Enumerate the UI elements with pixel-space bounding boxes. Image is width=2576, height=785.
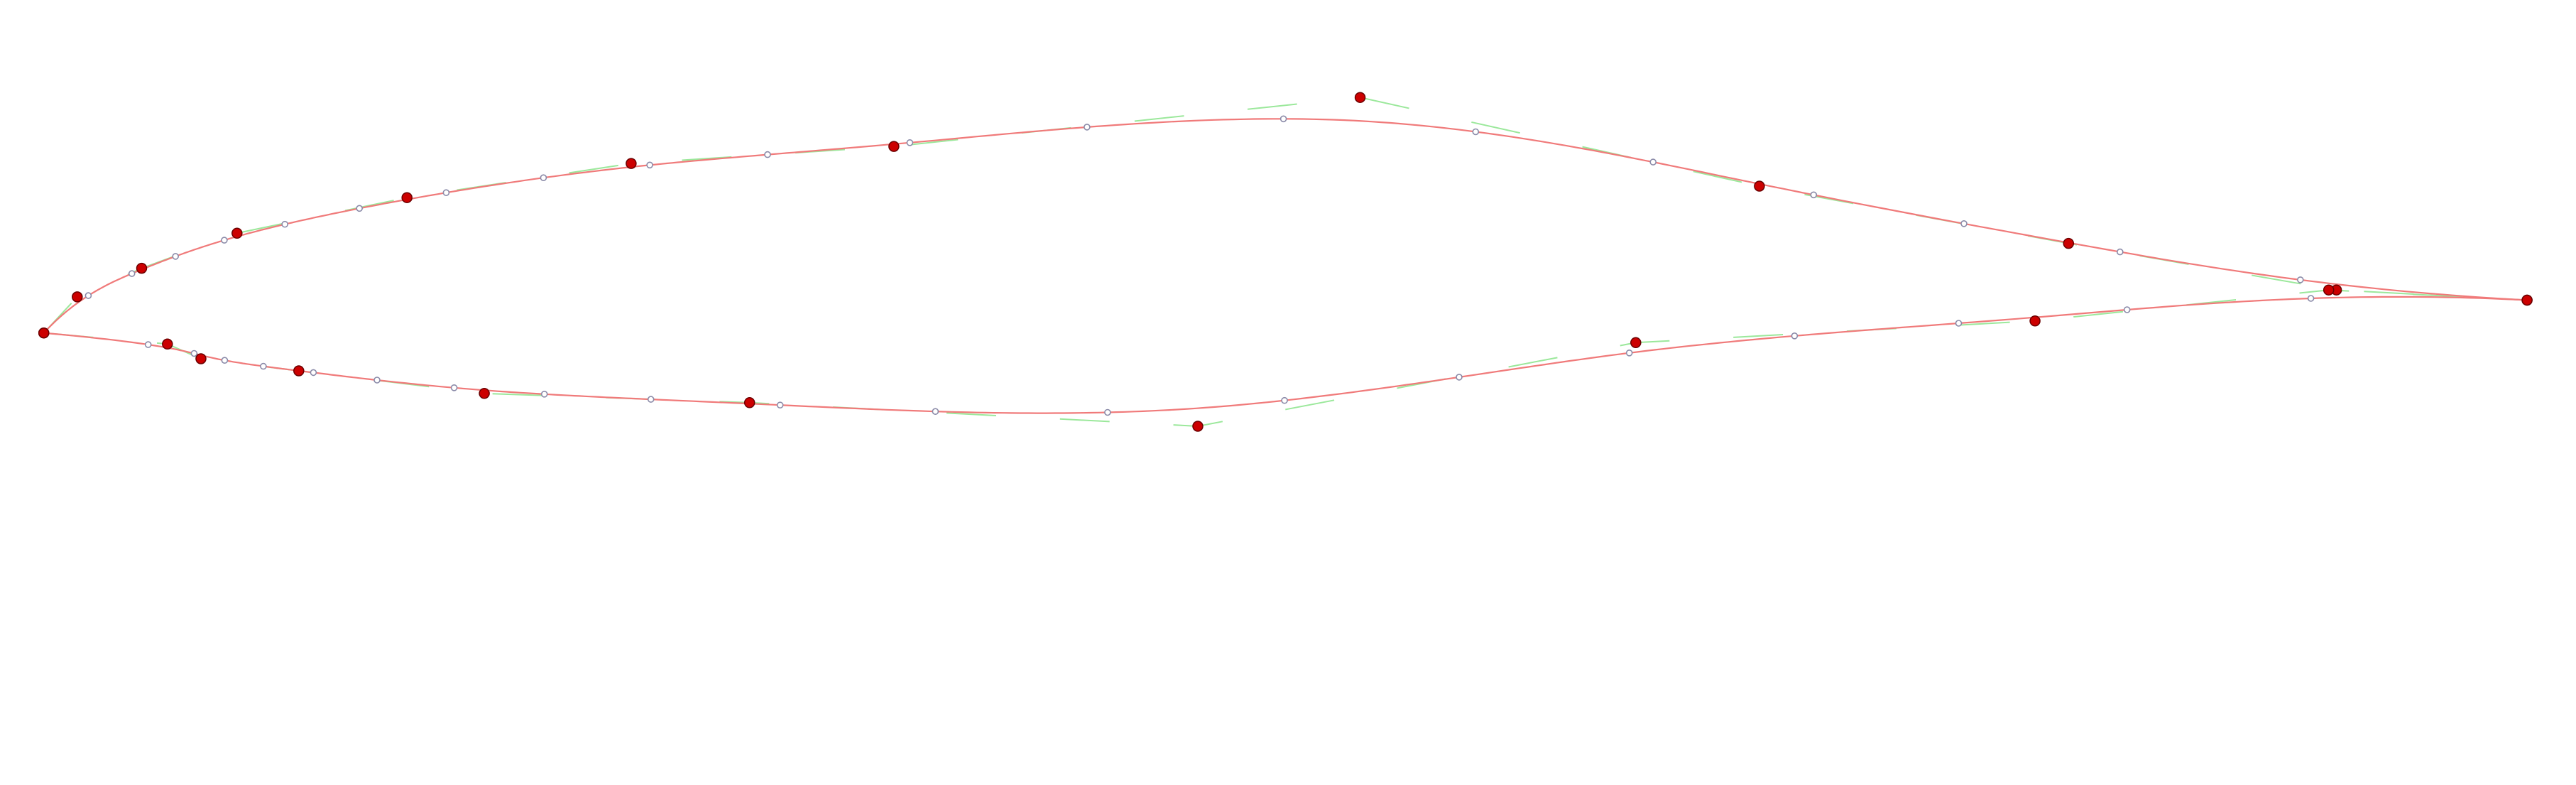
- lower-sample-point: [1104, 408, 1111, 416]
- control-polygon-layer: [43, 97, 2528, 427]
- lower-sample-point: [2123, 306, 2131, 313]
- upper-control-polygon: [43, 97, 2528, 334]
- lower-sample-point: [373, 377, 381, 384]
- lower-sample-point: [450, 384, 458, 391]
- upper-control-point[interactable]: [1754, 180, 1765, 192]
- airfoil-curve-layer: [43, 118, 2528, 414]
- lower-sample-point: [190, 350, 198, 357]
- lower-sample-point: [310, 369, 317, 377]
- upper-sample-point: [84, 292, 92, 299]
- upper-control-point[interactable]: [626, 158, 637, 169]
- upper-sample-point: [1279, 115, 1287, 123]
- lower-surface-curve: [43, 296, 2528, 414]
- lower-sample-point: [647, 396, 655, 403]
- upper-sample-point: [1649, 158, 1657, 166]
- lower-control-point[interactable]: [479, 388, 490, 399]
- lower-sample-point: [1791, 332, 1799, 340]
- upper-sample-point: [128, 270, 136, 277]
- lower-control-point[interactable]: [1630, 337, 1642, 349]
- upper-sample-point: [906, 139, 914, 146]
- lower-control-point[interactable]: [195, 353, 207, 364]
- upper-control-point[interactable]: [72, 291, 83, 303]
- upper-sample-point: [221, 237, 228, 244]
- lower-sample-point: [221, 357, 229, 364]
- lower-sample-point: [1456, 374, 1463, 381]
- lower-sample-point: [1955, 320, 1963, 327]
- upper-sample-point: [646, 161, 653, 169]
- lower-sample-point: [932, 408, 939, 416]
- upper-sample-point: [764, 151, 771, 158]
- lower-control-point[interactable]: [293, 365, 305, 377]
- upper-control-point[interactable]: [401, 192, 413, 203]
- lower-sample-point: [260, 362, 267, 370]
- upper-surface-curve: [43, 118, 2528, 334]
- lower-control-point[interactable]: [38, 327, 50, 339]
- upper-control-point[interactable]: [888, 141, 900, 152]
- upper-sample-point: [172, 253, 179, 260]
- upper-sample-point: [356, 205, 364, 212]
- upper-control-point[interactable]: [136, 262, 148, 274]
- lower-control-point[interactable]: [162, 338, 173, 350]
- lower-control-point[interactable]: [2521, 294, 2533, 306]
- upper-sample-point: [1472, 128, 1480, 136]
- lower-sample-point: [540, 390, 548, 398]
- upper-sample-point: [2297, 276, 2304, 283]
- control-points-layer: [38, 92, 2533, 432]
- sample-points-layer: [40, 115, 2531, 416]
- lower-control-point[interactable]: [2029, 315, 2041, 327]
- lower-control-point[interactable]: [743, 397, 755, 408]
- upper-sample-point: [281, 220, 289, 228]
- lower-control-polygon: [43, 289, 2528, 427]
- upper-sample-point: [442, 189, 450, 197]
- lower-sample-point: [1281, 396, 1288, 404]
- upper-sample-point: [2117, 248, 2124, 256]
- upper-control-point[interactable]: [2063, 237, 2075, 249]
- lower-sample-point: [2307, 295, 2315, 302]
- upper-sample-point: [540, 174, 547, 181]
- lower-control-point[interactable]: [2323, 284, 2335, 296]
- lower-control-point[interactable]: [1192, 421, 1204, 432]
- lower-sample-point: [776, 401, 784, 409]
- lower-sample-point: [1625, 349, 1633, 357]
- upper-sample-point: [1960, 220, 1968, 227]
- upper-control-point[interactable]: [231, 227, 243, 239]
- upper-control-point[interactable]: [1354, 92, 1366, 103]
- upper-sample-point: [1084, 124, 1091, 131]
- lower-sample-point: [144, 341, 152, 348]
- upper-sample-point: [1810, 191, 1818, 199]
